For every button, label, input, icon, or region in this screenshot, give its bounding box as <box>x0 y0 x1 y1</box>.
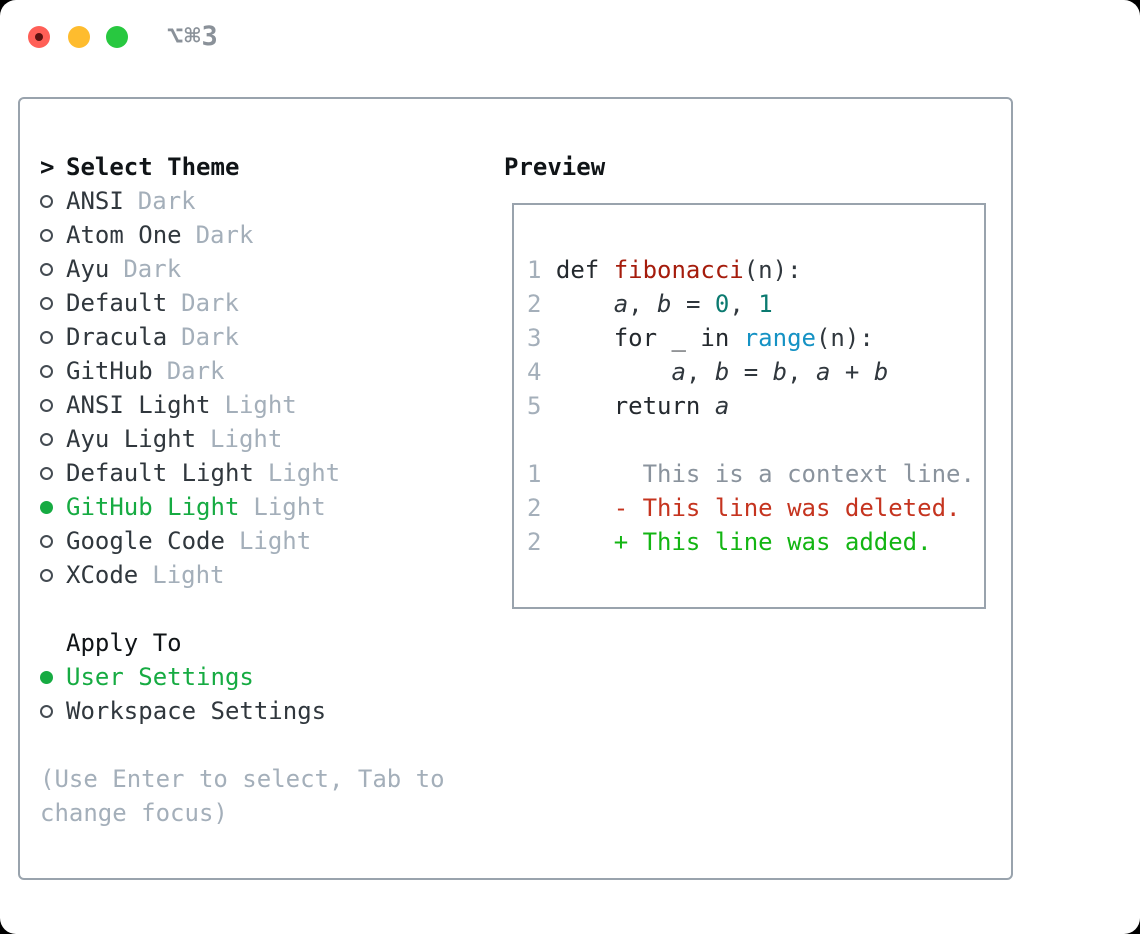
radio-selected-icon <box>40 500 53 514</box>
spacer <box>40 728 480 762</box>
radio-icon <box>40 296 53 310</box>
theme-option-github[interactable]: GitHub Dark <box>40 354 480 388</box>
theme-option-ayu[interactable]: Ayu Dark <box>40 252 480 286</box>
radio-icon <box>40 568 53 582</box>
apply-option-user-settings[interactable]: User Settings <box>40 660 480 694</box>
minimize-button[interactable] <box>68 26 90 48</box>
line-number: 1 <box>527 256 542 284</box>
option-variant-tag: Light <box>253 493 326 521</box>
option-label: GitHub Light <box>66 493 240 521</box>
radio-selected-icon <box>40 670 53 684</box>
option-variant-tag: Light <box>267 459 341 487</box>
line-number: 3 <box>527 324 542 352</box>
apply-option-workspace-settings[interactable]: Workspace Settings <box>40 694 480 728</box>
line-number: 2 <box>527 290 542 318</box>
diff-added-line: 2 + This line was added. <box>527 525 984 559</box>
cursor-icon: > <box>40 153 55 181</box>
option-label: Ayu <box>66 255 110 283</box>
theme-option-default[interactable]: Default Dark <box>40 286 480 320</box>
code-line-blank <box>527 423 984 457</box>
option-label: Workspace Settings <box>66 697 327 725</box>
theme-option-google-code[interactable]: Google Code Light <box>40 524 480 558</box>
close-button[interactable] <box>28 26 50 48</box>
theme-option-dracula[interactable]: Dracula Dark <box>40 320 480 354</box>
line-number: 1 <box>527 460 542 488</box>
radio-icon <box>40 262 53 276</box>
line-number: 4 <box>527 358 542 386</box>
theme-option-default-light[interactable]: Default Light Light <box>40 456 480 490</box>
diff-deleted-line: 2 - This line was deleted. <box>527 491 984 525</box>
option-variant-tag: Light <box>152 561 225 589</box>
code-line-swap: 4 a, b = b, a + b <box>527 355 984 389</box>
theme-option-ansi-light[interactable]: ANSI Light Light <box>40 388 480 422</box>
option-label: Atom One <box>66 221 182 249</box>
keyboard-hint: (Use Enter to select, Tab to change focu… <box>40 765 445 827</box>
radio-icon <box>40 364 53 378</box>
option-variant-tag: Light <box>224 391 297 419</box>
option-label: ANSI <box>66 187 124 215</box>
radio-icon <box>40 534 53 548</box>
option-label: Dracula <box>66 323 168 351</box>
option-variant-tag: Light <box>210 425 283 453</box>
select-theme-header-row: > Select Theme <box>40 150 480 184</box>
option-label: Google Code <box>66 527 225 555</box>
theme-option-ayu-light[interactable]: Ayu Light Light <box>40 422 480 456</box>
apply-to-list: User Settings Workspace Settings <box>40 660 480 728</box>
option-label: User Settings <box>66 663 254 691</box>
option-label: Default <box>66 289 168 317</box>
select-theme-heading: Select Theme <box>66 153 240 181</box>
option-variant-tag: Dark <box>123 255 182 283</box>
spacer <box>40 592 480 626</box>
line-number: 2 <box>527 528 542 556</box>
theme-option-atom-one[interactable]: Atom One Dark <box>40 218 480 252</box>
radio-icon <box>40 704 53 718</box>
radio-icon <box>40 194 53 208</box>
option-variant-tag: Dark <box>195 221 254 249</box>
option-variant-tag: Dark <box>137 187 196 215</box>
option-label: XCode <box>66 561 139 589</box>
radio-icon <box>40 432 53 446</box>
radio-icon <box>40 228 53 242</box>
preview-heading: Preview <box>504 153 606 181</box>
option-variant-tag: Dark <box>166 357 225 385</box>
line-number: 2 <box>527 494 542 522</box>
line-number: 5 <box>527 392 542 420</box>
option-variant-tag: Light <box>238 527 312 555</box>
window-title: ⌥⌘3 <box>167 21 219 52</box>
radio-icon <box>40 330 53 344</box>
option-label: Default Light <box>66 459 254 487</box>
code-line-return: 5 return a <box>527 389 984 423</box>
option-label: Ayu Light <box>66 425 197 453</box>
option-label: GitHub <box>66 357 153 385</box>
unsaved-dot-icon <box>35 33 43 41</box>
theme-option-github-light[interactable]: GitHub Light Light <box>40 490 480 524</box>
option-variant-tag: Dark <box>181 289 239 317</box>
theme-option-xcode[interactable]: XCode Light <box>40 558 480 592</box>
radio-icon <box>40 398 53 412</box>
apply-to-heading: Apply To <box>66 629 182 657</box>
diff-context-line: 1 This is a context line. <box>527 457 984 491</box>
code-line-for: 3 for _ in range(n): <box>527 321 984 355</box>
main-panel: > Select Theme ANSI Dark Atom One Dark A… <box>18 97 1013 880</box>
theme-list: ANSI Dark Atom One Dark Ayu Dark Default… <box>40 184 480 592</box>
option-label: ANSI Light <box>66 391 211 419</box>
option-variant-tag: Dark <box>181 323 239 351</box>
zoom-button[interactable] <box>106 26 128 48</box>
code-line-assign: 2 a, b = 0, 1 <box>527 287 984 321</box>
apply-to-header-row: Apply To <box>40 626 480 660</box>
radio-icon <box>40 466 53 480</box>
theme-selector-column: > Select Theme ANSI Dark Atom One Dark A… <box>40 150 480 830</box>
theme-option-ansi[interactable]: ANSI Dark <box>40 184 480 218</box>
